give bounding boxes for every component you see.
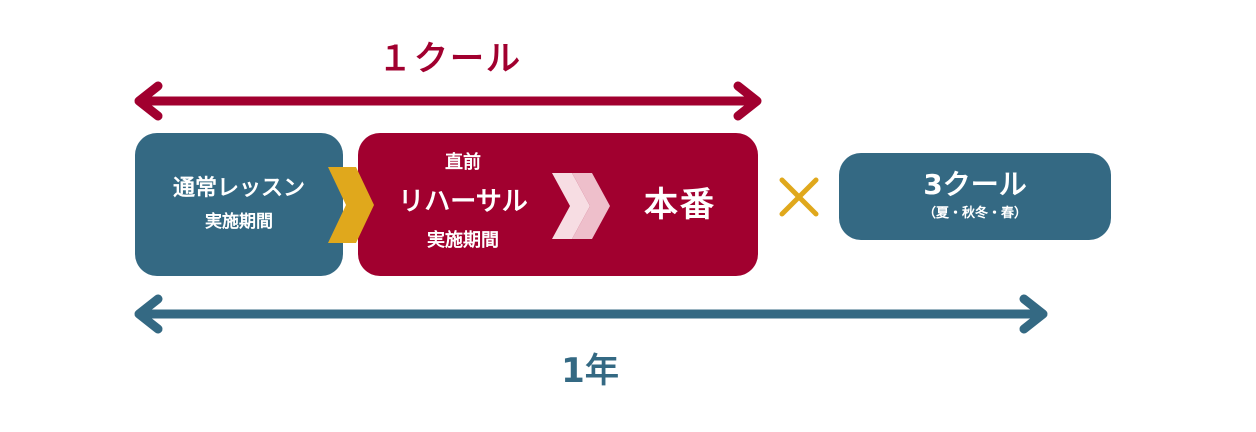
- rehearsal-pre-label: 直前: [445, 152, 481, 173]
- rehearsal-period-label: 実施期間: [427, 230, 499, 251]
- regular-lessons-subtitle: 実施期間: [205, 212, 273, 232]
- rehearsal-title: リハーサル: [398, 187, 528, 217]
- span-bottom-arrow: [134, 294, 1048, 334]
- regular-lessons-box: 通常レッスン 実施期間: [135, 133, 343, 276]
- regular-lessons-title: 通常レッスン: [172, 176, 305, 201]
- cours-count-title: 3クール: [923, 168, 1027, 201]
- connector-chevron-icon: [328, 167, 374, 243]
- rehearsal-performance-box: 直前 リハーサル 実施期間 本番: [358, 133, 758, 276]
- multiply-icon: [779, 177, 819, 217]
- double-chevron-icon: [552, 173, 610, 239]
- cours-count-box: 3クール （夏・秋冬・春）: [839, 153, 1111, 240]
- performance-label: 本番: [644, 185, 716, 225]
- span-bottom-label: 1年: [561, 351, 619, 391]
- span-top-arrow: [134, 81, 762, 121]
- cours-seasons-label: （夏・秋冬・春）: [922, 206, 1027, 221]
- span-top-label: １クール: [378, 39, 522, 79]
